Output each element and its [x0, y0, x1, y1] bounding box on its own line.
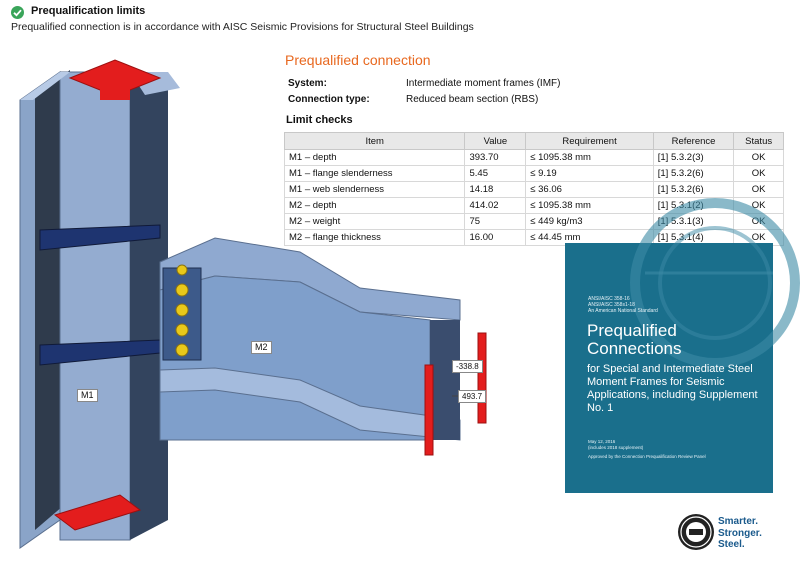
dimension-label-1: -338.8: [452, 360, 483, 373]
cover-date-1: May 12, 2016: [588, 439, 616, 444]
slogan-line3: Steel.: [718, 539, 745, 550]
aisc-seal-icon: [678, 514, 714, 550]
cell-requirement: ≤ 449 kg/m3: [525, 213, 654, 230]
check-icon: [11, 6, 24, 19]
cell-value: 75: [464, 213, 527, 230]
cell-value: 414.02: [464, 197, 527, 214]
cover-decoration: [630, 198, 800, 368]
cell-value: 16.00: [464, 229, 527, 246]
header-title: Prequalification limits: [31, 5, 146, 17]
connection-type-label: Connection type:: [288, 94, 370, 105]
cover-standard-2: ANSI/AISC 358s1-18: [588, 302, 635, 308]
aisc-358-cover-image: ANSI/AISC 358-16 ANSI/AISC 358s1-18 An A…: [565, 198, 800, 493]
col-item[interactable]: Item: [283, 132, 466, 150]
cover-approved: Approved by the Connection Prequalificat…: [588, 454, 706, 459]
system-row: System: Intermediate moment frames (IMF): [284, 76, 784, 92]
cell-value: 14.18: [464, 181, 527, 198]
member-m2-label[interactable]: M2: [251, 341, 272, 354]
cell-item: M2 – depth: [283, 197, 466, 214]
col-reference[interactable]: Reference: [652, 132, 735, 150]
3d-viewport[interactable]: M2 M1 -338.8 493.7: [0, 40, 800, 569]
connection-model[interactable]: [0, 40, 800, 569]
cover-date-2: (includes 2018 supplement): [588, 445, 644, 450]
cell-reference: [1] 5.3.2(6): [652, 181, 735, 198]
col-value[interactable]: Value: [464, 132, 527, 150]
slogan-line2: Stronger.: [718, 527, 762, 539]
cover-title-line2: Connections: [587, 339, 682, 358]
header: Prequalification limits Prequalified con…: [0, 0, 800, 40]
cell-reference: [1] 5.3.2(3): [652, 149, 735, 166]
system-label: System:: [288, 78, 327, 89]
cell-status: OK: [733, 149, 784, 166]
cell-status: OK: [733, 165, 784, 182]
cover-title-line1: Prequalified: [587, 321, 677, 340]
cell-item: M1 – depth: [283, 149, 466, 166]
cover-standard-1: ANSI/AISC 358-16: [588, 296, 630, 302]
cell-item: M2 – weight: [283, 213, 466, 230]
cell-requirement: ≤ 36.06: [525, 181, 654, 198]
member-m1-label[interactable]: M1: [77, 389, 98, 402]
cell-item: M1 – flange slenderness: [283, 165, 466, 182]
cell-reference: [1] 5.3.2(6): [652, 165, 735, 182]
dimension-label-2: 493.7: [458, 390, 487, 403]
col-status[interactable]: Status: [733, 132, 784, 150]
limit-checks-title: Limit checks: [286, 114, 353, 126]
aisc-slogan: Smarter. Stronger. Steel.: [718, 516, 762, 551]
cover-date: May 12, 2016 (includes 2018 supplement) …: [588, 439, 706, 460]
cover-standard-3: An American National Standard: [588, 308, 658, 314]
cell-value: 393.70: [464, 149, 527, 166]
limit-checks-table-scroll[interactable]: Item Value Requirement Reference Status …: [283, 132, 784, 246]
connection-type-row: Connection type: Reduced beam section (R…: [284, 92, 784, 108]
connection-type-value: Reduced beam section (RBS): [406, 94, 539, 105]
aisc-logo: Smarter. Stronger. Steel.: [678, 514, 788, 554]
cover-subtitle: for Special and Intermediate Steel Momen…: [587, 363, 758, 414]
cell-status: OK: [733, 181, 784, 198]
col-requirement[interactable]: Requirement: [525, 132, 654, 150]
panel-heading: Prequalified connection: [285, 52, 431, 68]
cell-requirement: ≤ 1095.38 mm: [525, 197, 654, 214]
table-header-row: Item Value Requirement Reference Status: [283, 132, 784, 150]
cell-requirement: ≤ 1095.38 mm: [525, 149, 654, 166]
prequalification-panel: Prequalified connection System: Intermed…: [284, 52, 784, 126]
cover-title: Prequalified Connections: [587, 322, 682, 358]
header-subtitle: Prequalified connection is in accordance…: [11, 21, 474, 33]
limit-checks-table: Item Value Requirement Reference Status …: [283, 132, 784, 246]
cell-value: 5.45: [464, 165, 527, 182]
cell-requirement: ≤ 9.19: [525, 165, 654, 182]
system-value: Intermediate moment frames (IMF): [406, 78, 561, 89]
slogan-line1: Smarter.: [718, 516, 759, 527]
cell-item: M1 – web slenderness: [283, 181, 466, 198]
cell-item: M2 – flange thickness: [283, 229, 466, 246]
